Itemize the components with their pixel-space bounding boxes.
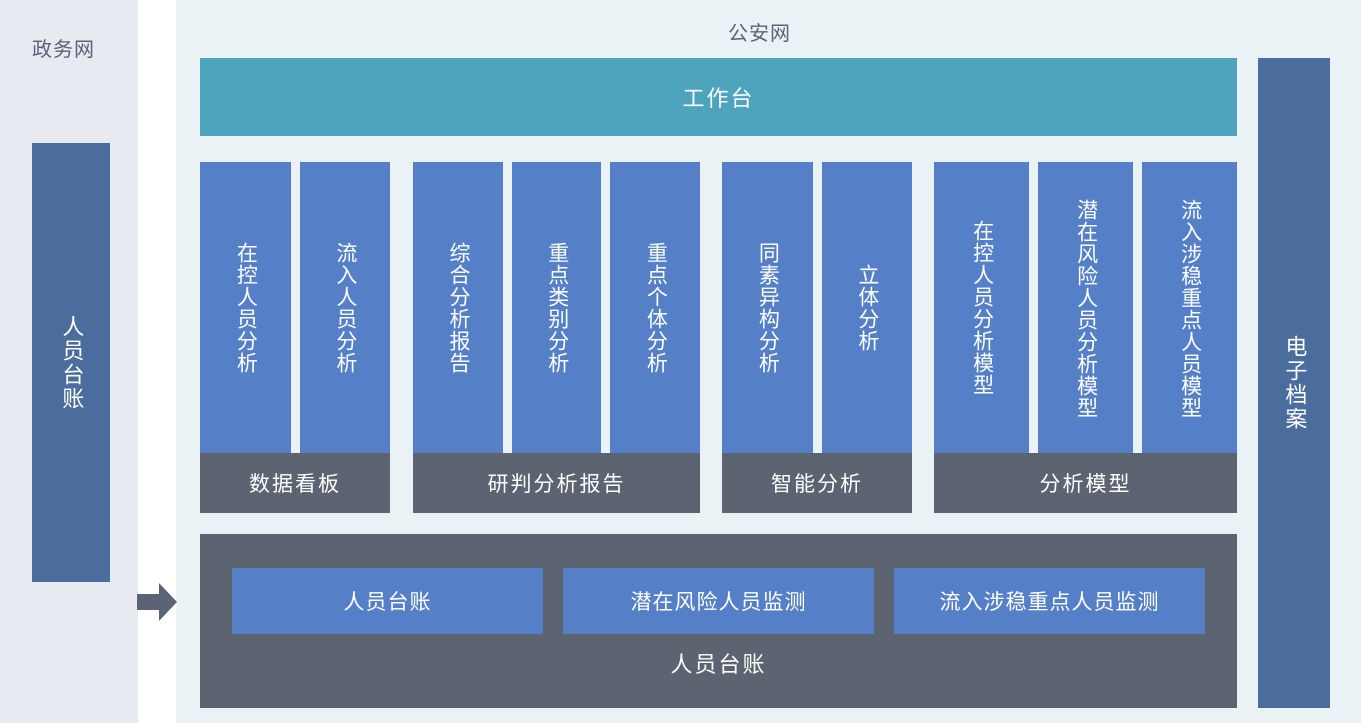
- electronic-archive-label: 电子档案: [1282, 335, 1308, 431]
- workbench-bar[interactable]: 工作台: [200, 58, 1237, 136]
- capability-column[interactable]: 立体分析: [821, 162, 912, 453]
- capability-group-label: 智能分析: [722, 453, 912, 513]
- capability-column-list: 在控人员分析模型 潜在风险人员分析模型 流入涉稳重点人员模型: [934, 162, 1237, 455]
- capability-column-list: 综合分析报告 重点类别分析 重点个体分析: [413, 162, 701, 453]
- capability-column-label: 在控人员分析模型: [970, 219, 994, 396]
- workbench-label: 工作台: [682, 86, 755, 111]
- capability-column-label: 流入人员分析: [333, 241, 357, 374]
- capability-column[interactable]: 潜在风险人员分析模型: [1038, 162, 1133, 455]
- electronic-archive-block[interactable]: 电子档案: [1258, 58, 1330, 708]
- capability-group-label: 分析模型: [934, 453, 1237, 513]
- capability-column-label: 重点个体分析: [644, 241, 668, 374]
- ledger-card[interactable]: 流入涉稳重点人员监测: [894, 568, 1205, 634]
- capability-column[interactable]: 重点类别分析: [511, 162, 602, 453]
- capability-column[interactable]: 同素异构分析: [722, 162, 813, 453]
- capability-column-label: 在控人员分析: [234, 241, 258, 374]
- capability-column[interactable]: 综合分析报告: [413, 162, 503, 453]
- police-network-title: 公安网: [728, 23, 791, 45]
- capability-groups-row: 在控人员分析 流入人员分析数据看板 综合分析报告 重点类别分析 重点个体分析研判分析报告…: [200, 162, 1237, 513]
- capability-column-label: 同素异构分析: [756, 241, 780, 374]
- capability-column-list: 在控人员分析 流入人员分析: [200, 162, 390, 453]
- capability-column[interactable]: 流入涉稳重点人员模型: [1142, 162, 1237, 455]
- capability-group-label: 研判分析报告: [413, 453, 700, 513]
- capability-group: 在控人员分析 流入人员分析数据看板: [200, 162, 390, 513]
- capability-column-label: 综合分析报告: [447, 241, 471, 374]
- capability-column-label: 流入涉稳重点人员模型: [1178, 198, 1202, 419]
- capability-column-list: 同素异构分析 立体分析: [722, 162, 912, 453]
- capability-group: 综合分析报告 重点类别分析 重点个体分析研判分析报告: [413, 162, 701, 513]
- right-arrow-icon: [137, 583, 177, 621]
- government-network-title: 政务网: [32, 39, 95, 61]
- capability-column[interactable]: 流入人员分析: [299, 162, 390, 453]
- capability-column-label: 重点类别分析: [545, 241, 569, 374]
- capability-column[interactable]: 在控人员分析模型: [934, 162, 1029, 453]
- personnel-ledger-caption: 人员台账: [670, 652, 767, 677]
- gov-personnel-ledger-block[interactable]: 人员台账: [32, 143, 110, 582]
- capability-group-label: 数据看板: [200, 453, 390, 513]
- personnel-ledger-panel: 人员台账潜在风险人员监测流入涉稳重点人员监测 人员台账: [200, 534, 1237, 708]
- capability-group: 同素异构分析 立体分析智能分析: [722, 162, 912, 513]
- capability-column[interactable]: 重点个体分析: [610, 162, 701, 453]
- capability-column[interactable]: 在控人员分析: [200, 162, 291, 453]
- ledger-card[interactable]: 潜在风险人员监测: [563, 568, 874, 634]
- gov-personnel-ledger-label: 人员台账: [59, 314, 85, 411]
- capability-column-label: 立体分析: [855, 263, 879, 352]
- personnel-ledger-cards: 人员台账潜在风险人员监测流入涉稳重点人员监测: [232, 568, 1205, 634]
- capability-group: 在控人员分析模型 潜在风险人员分析模型 流入涉稳重点人员模型分析模型: [934, 162, 1237, 513]
- ledger-card[interactable]: 人员台账: [232, 568, 543, 634]
- capability-column-label: 潜在风险人员分析模型: [1074, 198, 1098, 419]
